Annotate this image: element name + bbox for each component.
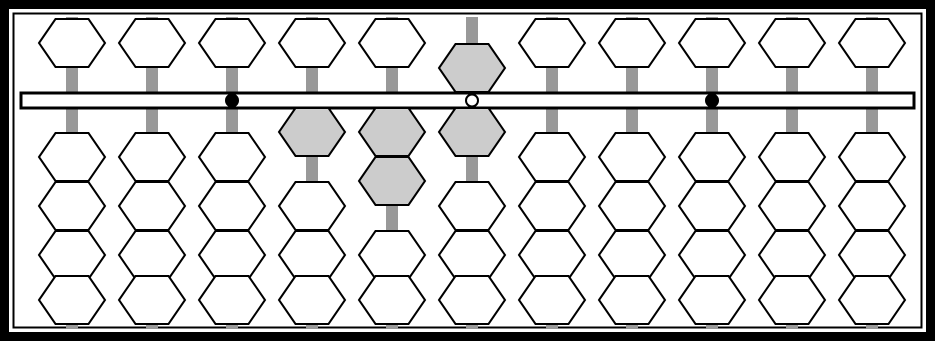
unit-marker-1-dot-icon (226, 95, 238, 107)
unit-marker-2-ring-icon (466, 95, 478, 107)
unit-marker-3-dot-icon (706, 95, 718, 107)
